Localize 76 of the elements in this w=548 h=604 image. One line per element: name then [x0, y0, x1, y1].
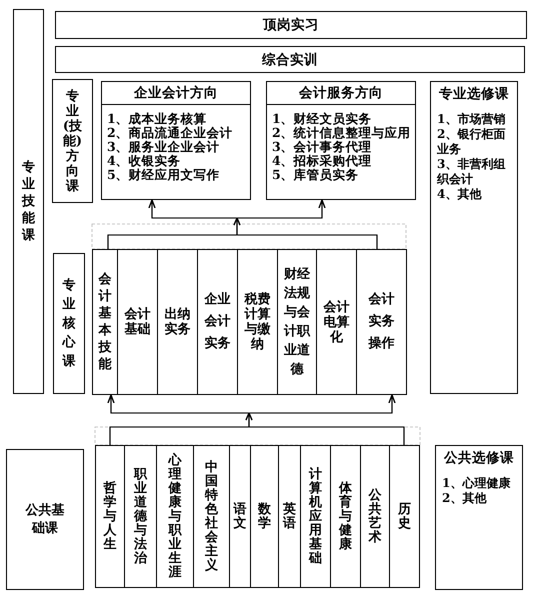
course-name: 会计基本技能 [98, 271, 112, 373]
course-name: 数学 [257, 502, 272, 530]
direction-heading: 会计服务方向 [267, 82, 415, 105]
course-list-item: 5、财经应用文写作 [107, 168, 220, 182]
course-name: 计算机应用基础 [308, 468, 323, 566]
course-cell [117, 249, 158, 395]
elective-heading: 公共选修课 [444, 450, 514, 466]
course-cell [300, 445, 331, 588]
course-list-item: 2、统计信息整理与应用 [272, 126, 411, 140]
arrow [233, 199, 378, 250]
category-label: 专业技能课 [21, 159, 36, 244]
course-list-item: 4、其他 [437, 187, 482, 202]
course-cell [229, 445, 251, 588]
course-list-item: 1、财经文员实务 [272, 112, 372, 126]
elective-box [430, 81, 518, 394]
course-name: 职业道德与法治 [133, 468, 148, 566]
course-cell [250, 445, 279, 588]
course-name: 会计电算化 [322, 300, 350, 344]
direction-box [266, 81, 416, 200]
course-name: 出纳实务 [164, 307, 192, 337]
elective-box [435, 445, 523, 590]
course-cell [278, 445, 301, 588]
stage-label: 顶岗实习 [263, 17, 319, 33]
course-cell [193, 445, 230, 588]
course-name: 会计实务操作 [368, 291, 396, 353]
stage-box [55, 11, 527, 39]
course-name: 企业会计实务 [204, 291, 232, 353]
course-name: 会计基础 [124, 307, 152, 337]
direction-box [101, 81, 251, 200]
course-cell [237, 249, 278, 395]
course-cell [124, 445, 157, 588]
course-name: 财经法规与会计职业道德 [283, 266, 311, 379]
course-list-item: 3、服务业企业会计 [107, 140, 220, 154]
course-list-item: 2、商品流通企业会计 [107, 126, 233, 140]
course-name: 英语 [282, 502, 297, 530]
course-list-item: 4、收银实务 [107, 154, 181, 168]
category-label: 专业(技能)方向课 [62, 88, 82, 194]
course-cell [157, 249, 198, 395]
course-list-item: 1、心理健康 [442, 476, 510, 491]
category-label: 专业核心课 [62, 277, 76, 371]
course-cell [277, 249, 317, 395]
course-list-item: 1、市场营销 [437, 112, 506, 127]
course-name: 税费计算与缴纳 [244, 292, 272, 352]
course-cell [95, 445, 125, 588]
stage-box [55, 46, 525, 73]
course-list-item: 3、会计事务代理 [272, 140, 372, 154]
course-list-item: 2、银行柜面业务 [437, 127, 506, 157]
course-name: 体育与健康 [338, 482, 353, 552]
course-cell [356, 249, 407, 395]
category-box [53, 253, 85, 394]
course-cell [156, 445, 194, 588]
course-cell [389, 445, 420, 588]
course-list-item: 1、成本业务核算 [107, 112, 207, 126]
category-box [52, 79, 93, 203]
course-cell [316, 249, 357, 395]
course-cell [197, 249, 238, 395]
course-list-item: 4、招标采购代理 [272, 154, 372, 168]
course-name: 语文 [232, 502, 248, 530]
elective-heading: 专业选修课 [439, 86, 509, 102]
arrow [245, 394, 405, 446]
course-list-item: 2、其他 [442, 491, 486, 506]
stage-label: 综合实训 [262, 52, 318, 68]
course-name: 历史 [397, 502, 412, 530]
course-name: 中国特色社会主义 [204, 460, 219, 572]
course-name: 哲学与人生 [102, 482, 118, 552]
category-box [6, 449, 84, 590]
course-cell [360, 445, 390, 588]
category-label: 公共基础课 [24, 502, 66, 538]
course-list-item: 5、库管员实务 [272, 168, 359, 182]
course-name: 心理健康与职业生涯 [168, 454, 182, 580]
direction-heading: 企业会计方向 [102, 82, 250, 105]
course-cell [330, 445, 361, 588]
category-box [13, 9, 44, 394]
course-cell [92, 249, 118, 395]
course-name: 公共艺术 [368, 488, 382, 544]
course-list-item: 3、非营利组织会计 [437, 157, 506, 187]
